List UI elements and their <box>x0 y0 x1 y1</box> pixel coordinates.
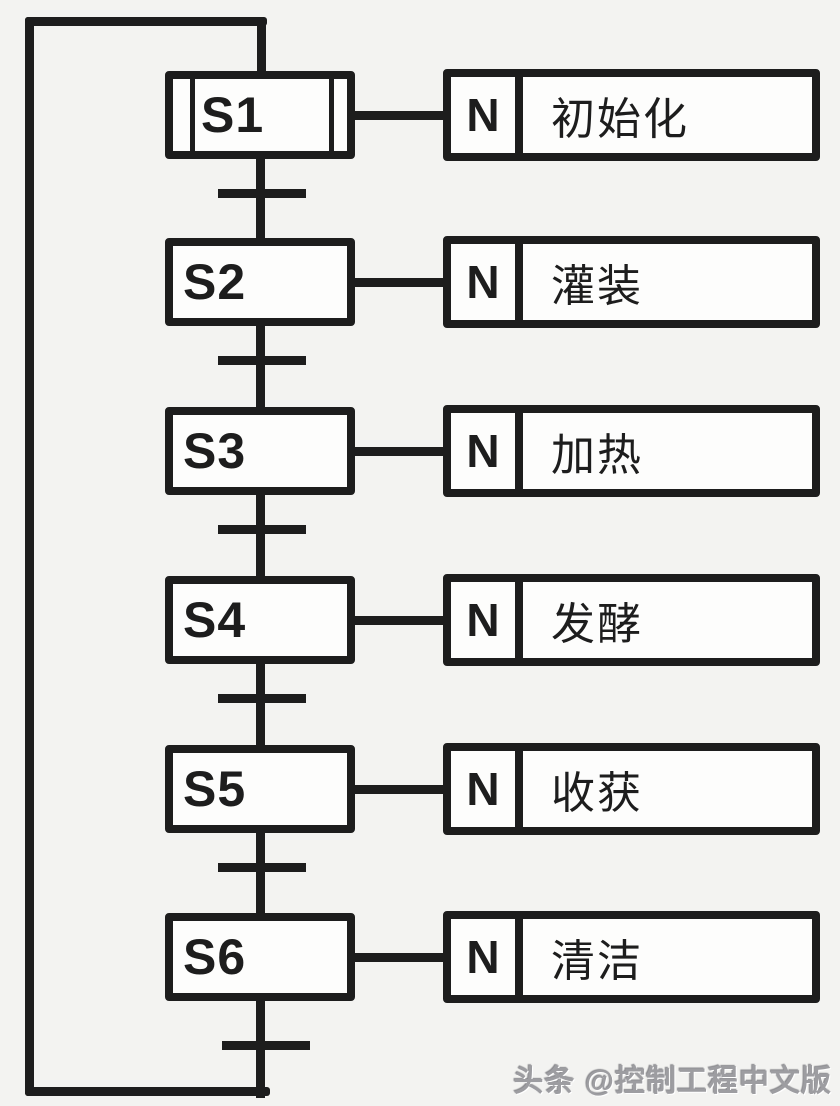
step-label: S3 <box>183 423 247 479</box>
initial-step-double-line-right <box>329 79 334 151</box>
step-row-s2: S2 N 灌装 <box>0 236 840 412</box>
action-qualifier: N <box>451 77 523 153</box>
transition-bar <box>222 1041 310 1050</box>
step-box-s1-initial: S1 <box>165 71 355 159</box>
action-qualifier: N <box>451 582 523 658</box>
action-box: N 收获 <box>443 743 820 835</box>
flow-line-down <box>256 831 265 919</box>
step-label: S5 <box>183 761 247 817</box>
step-label: S2 <box>183 254 247 310</box>
action-label: 发酵 <box>551 600 643 649</box>
step-label: S1 <box>201 87 265 143</box>
initial-step-double-line-left <box>190 79 195 151</box>
transition-bar <box>218 694 306 703</box>
action-box: N 初始化 <box>443 69 820 161</box>
action-qualifier: N <box>451 413 523 489</box>
step-row-s1: S1 N 初始化 <box>0 69 840 245</box>
action-box: N 发酵 <box>443 574 820 666</box>
loop-line-top-drop <box>257 17 266 77</box>
flow-line-down <box>256 324 265 412</box>
action-label: 灌装 <box>551 262 643 311</box>
loop-line-top <box>25 17 267 26</box>
step-box-s4: S4 <box>165 576 355 664</box>
action-qualifier: N <box>451 751 523 827</box>
action-box: N 清洁 <box>443 911 820 1003</box>
step-row-s6: S6 N 清洁 <box>0 911 840 1098</box>
transition-bar <box>218 863 306 872</box>
action-label: 初始化 <box>551 95 689 144</box>
flow-line-down <box>256 157 265 245</box>
action-qualifier: N <box>451 244 523 320</box>
step-row-s4: S4 N 发酵 <box>0 574 840 750</box>
transition-bar <box>218 356 306 365</box>
action-connector-line <box>351 953 445 962</box>
step-row-s3: S3 N 加热 <box>0 405 840 581</box>
action-label: 收获 <box>551 769 643 818</box>
watermark: 头条 @控制工程中文版 <box>513 1065 832 1098</box>
flow-line-down <box>256 493 265 581</box>
action-qualifier: N <box>451 919 523 995</box>
step-label: S4 <box>183 592 247 648</box>
step-box-s6: S6 <box>165 913 355 1001</box>
action-label: 加热 <box>551 431 643 480</box>
loop-line-bottom <box>25 1087 270 1096</box>
loop-line-left <box>25 17 34 1096</box>
step-row-s5: S5 N 收获 <box>0 743 840 919</box>
action-connector-line <box>351 111 445 120</box>
action-box: N 灌装 <box>443 236 820 328</box>
flow-line-down <box>256 662 265 750</box>
step-box-s2: S2 <box>165 238 355 326</box>
action-connector-line <box>351 447 445 456</box>
step-box-s3: S3 <box>165 407 355 495</box>
action-box: N 加热 <box>443 405 820 497</box>
step-box-s5: S5 <box>165 745 355 833</box>
action-connector-line <box>351 785 445 794</box>
transition-bar <box>218 525 306 534</box>
action-label: 清洁 <box>551 937 643 986</box>
transition-bar <box>218 189 306 198</box>
step-label: S6 <box>183 929 247 985</box>
action-connector-line <box>351 616 445 625</box>
action-connector-line <box>351 278 445 287</box>
